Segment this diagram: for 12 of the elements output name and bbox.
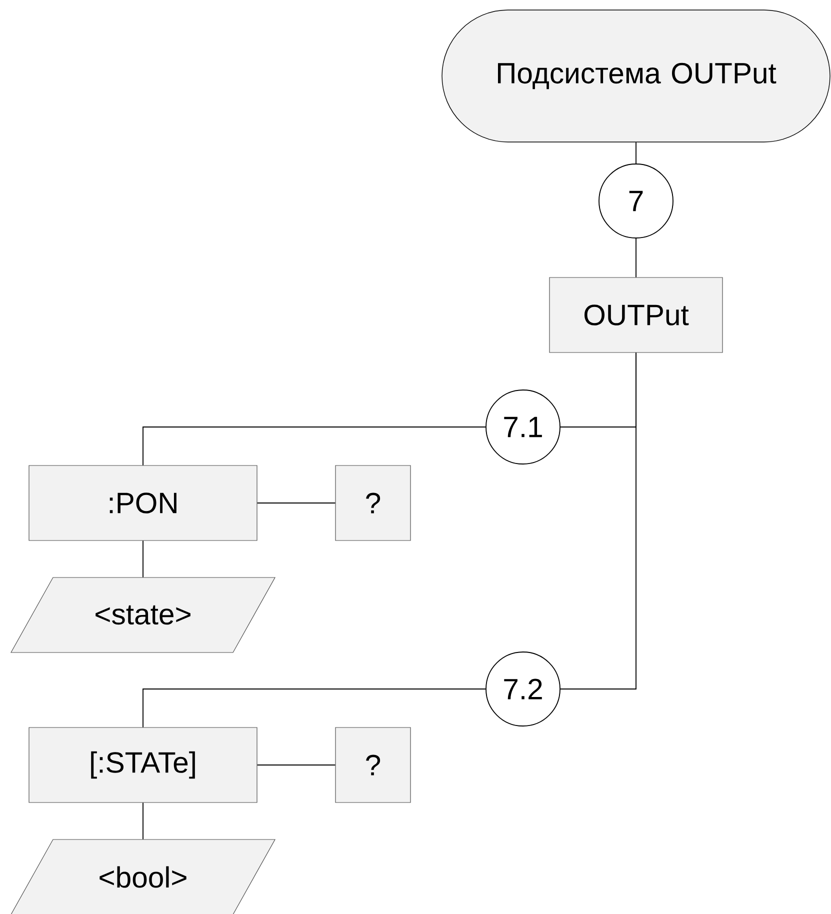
- command-box: [:STATe]: [28, 727, 258, 803]
- command-box: ?: [335, 465, 411, 541]
- connector-line: [256, 764, 336, 766]
- command-box: OUTPut: [549, 277, 723, 353]
- command-box: :PON: [28, 465, 258, 541]
- connector-line: [142, 802, 144, 840]
- connector-line: [256, 502, 336, 504]
- command-box: ?: [335, 727, 411, 803]
- connector-line: [142, 426, 486, 466]
- connector-line: [142, 540, 144, 578]
- connector-line: [560, 352, 636, 690]
- connector-line: [142, 688, 486, 728]
